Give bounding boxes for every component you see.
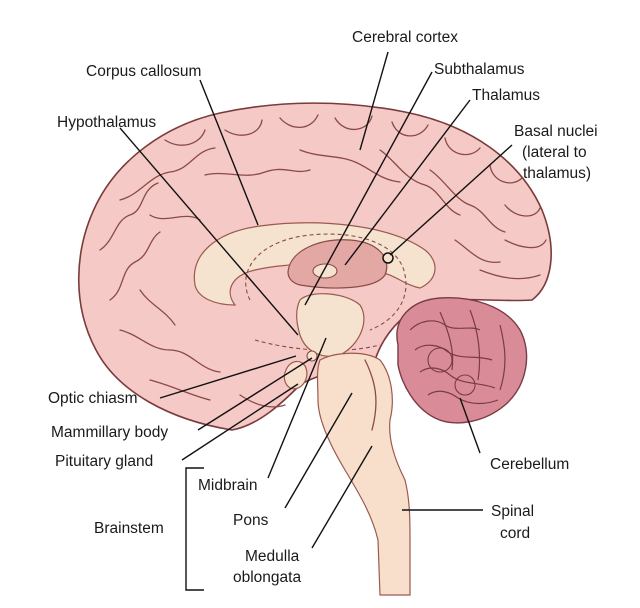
label-basal-nuclei-2: (lateral to — [522, 144, 587, 161]
basal-nuclei-outline — [245, 233, 407, 331]
label-hypothalamus: Hypothalamus — [57, 114, 156, 131]
label-medulla-2: oblongata — [233, 569, 301, 586]
label-mammillary-body: Mammillary body — [51, 424, 168, 441]
thalamus-shape — [287, 239, 388, 289]
cerebellum-folds — [409, 309, 506, 405]
label-spinal-cord-1: Spinal — [491, 503, 534, 520]
brainstem-bracket — [185, 467, 204, 591]
cortex-gyri — [99, 114, 547, 408]
label-corpus-callosum: Corpus callosum — [86, 63, 201, 80]
interthalamic-adhesion — [312, 263, 338, 279]
label-optic-chiasm: Optic chiasm — [48, 390, 138, 407]
label-brainstem: Brainstem — [94, 520, 164, 537]
label-basal-nuclei-3: thalamus) — [523, 165, 591, 182]
label-spinal-cord-2: cord — [500, 525, 530, 542]
label-basal-nuclei-1: Basal nuclei — [514, 123, 598, 140]
label-thalamus: Thalamus — [472, 87, 540, 104]
label-subthalamus: Subthalamus — [434, 61, 525, 78]
label-cerebellum: Cerebellum — [490, 456, 569, 473]
brainstem-shape — [316, 352, 411, 596]
basal-nuclei-marker — [382, 252, 394, 264]
mammillary-shape — [306, 350, 318, 362]
cerebellum-shape — [396, 297, 528, 424]
label-cerebral-cortex: Cerebral cortex — [352, 29, 458, 46]
label-medulla-1: Medulla — [245, 548, 300, 565]
label-pons: Pons — [233, 512, 269, 529]
pituitary-shape — [283, 360, 308, 390]
leader-lines — [119, 51, 513, 549]
label-pituitary-gland: Pituitary gland — [55, 453, 153, 470]
label-midbrain: Midbrain — [198, 477, 257, 494]
